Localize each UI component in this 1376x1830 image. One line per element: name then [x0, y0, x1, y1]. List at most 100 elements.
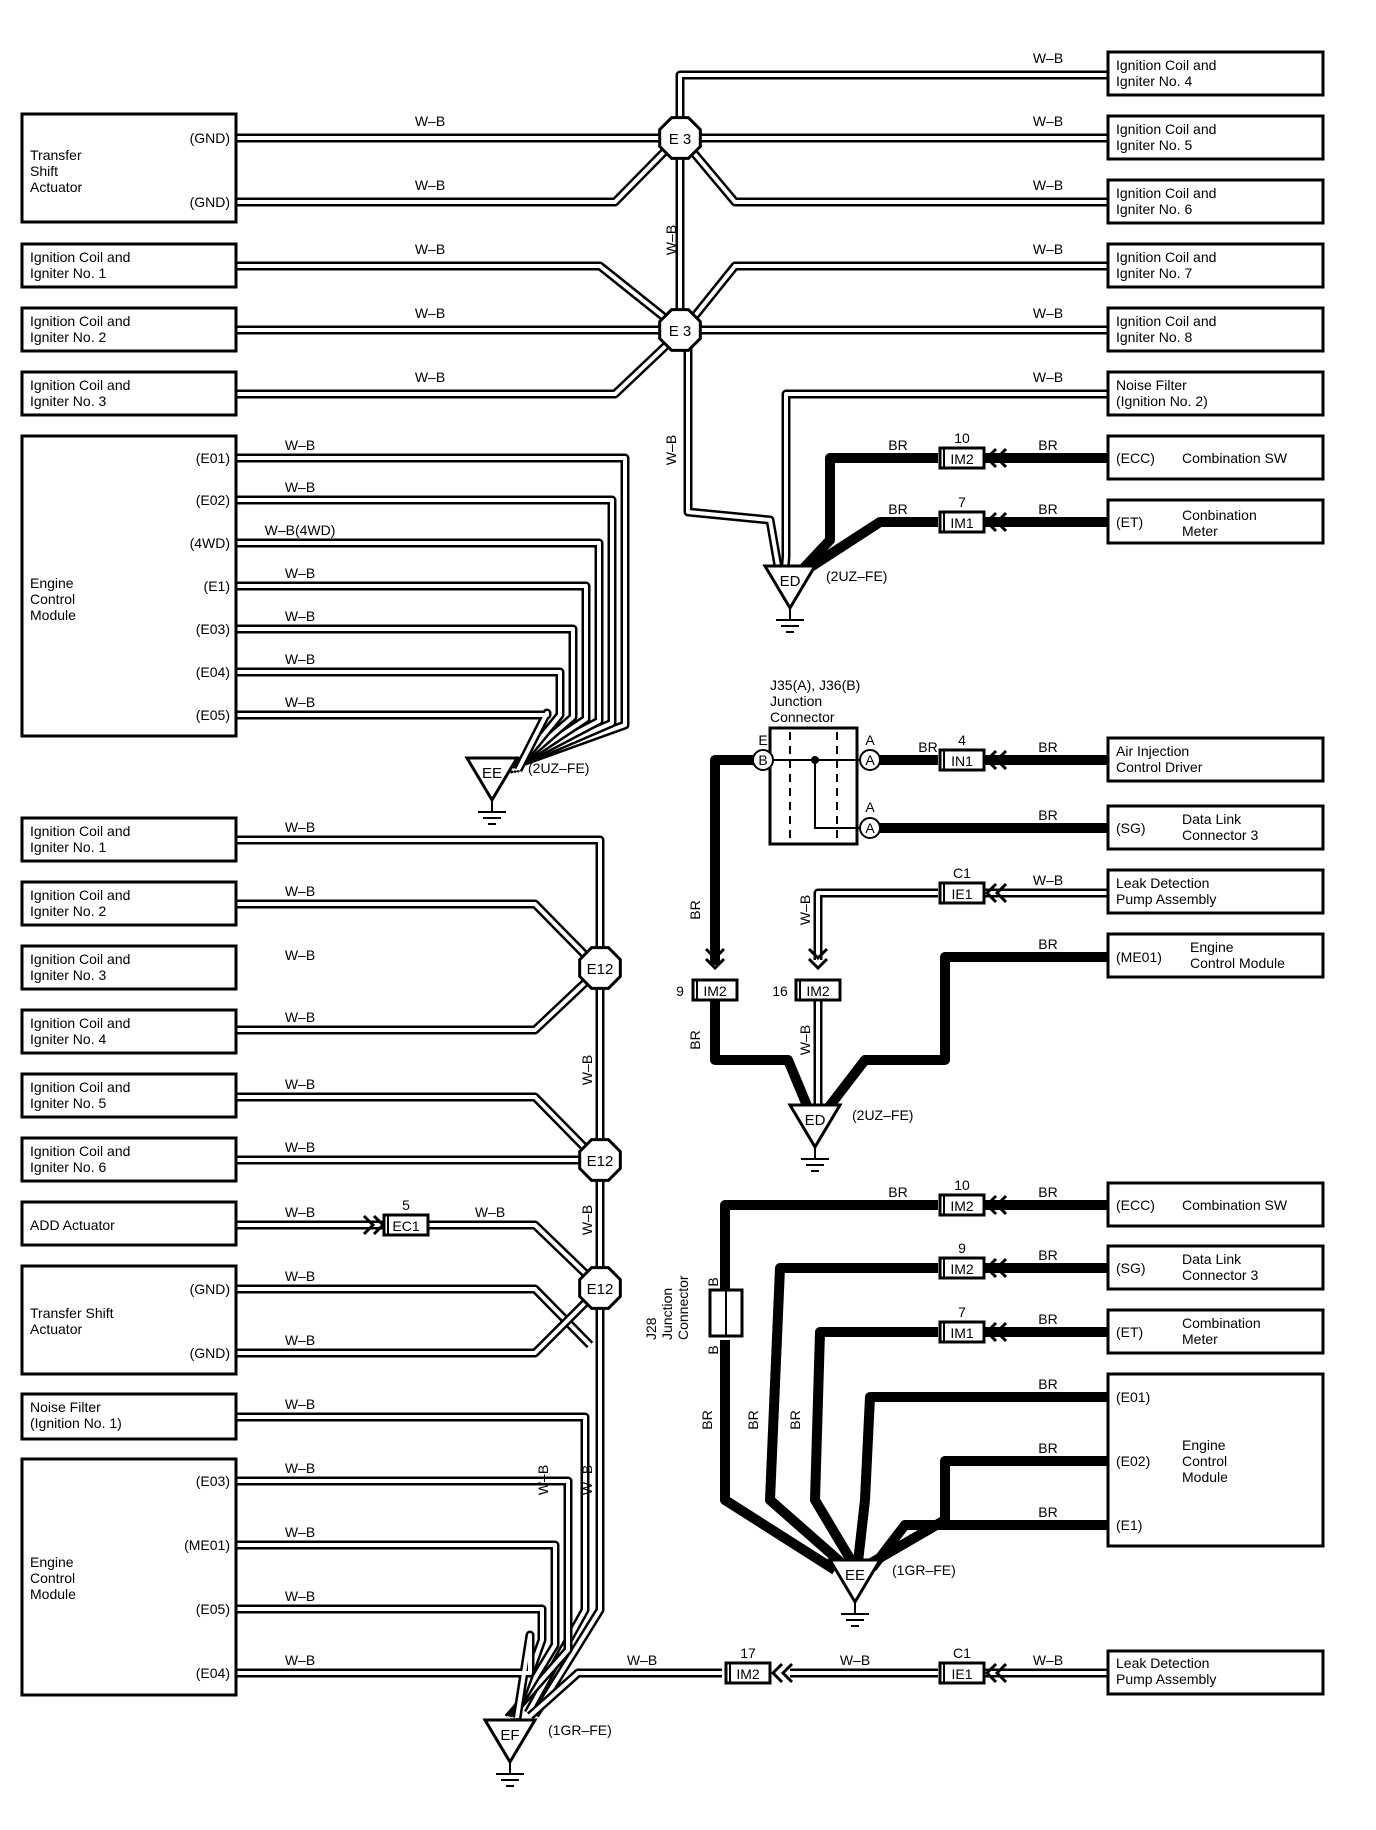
- wire-color-label: W–B: [285, 1139, 315, 1155]
- pin-et-b: (ET): [1116, 1324, 1143, 1340]
- ignition-coil-7-box: [1106, 242, 1325, 289]
- connector-im2-b9: [938, 1256, 986, 1280]
- wire-br: [868, 1520, 1108, 1572]
- connector-in1-label: IN1: [951, 753, 973, 769]
- wire-color-label: W–B: [285, 1009, 315, 1025]
- connector-im2-16-label: IM2: [806, 983, 830, 999]
- im2-b9-chevron: [984, 1257, 1008, 1279]
- ignition-coil-4b-box: [20, 1008, 238, 1055]
- wire-color-label: W–B: [840, 1652, 870, 1668]
- wire-wb-core: [236, 711, 549, 771]
- wire-color-label: BR: [699, 1410, 715, 1429]
- connector-im2-9-number: 9: [676, 983, 684, 999]
- im2-chevron-a: [984, 447, 1008, 469]
- ecm-pin-label: (E02): [196, 492, 230, 508]
- splice-e12-upper-label: E12: [587, 961, 614, 978]
- wire-color-label: BR: [687, 900, 703, 919]
- wire-color-label: W–B(4WD): [265, 522, 336, 538]
- noise-filter-2-label: Noise Filter(Ignition No. 2): [1116, 377, 1208, 409]
- data-link-b-box: [1106, 1244, 1325, 1291]
- air-injection-box: [1106, 736, 1325, 783]
- im2-16-chevron: [807, 947, 829, 971]
- wire-color-label: W–B: [285, 883, 315, 899]
- wire-color-label: W–B: [285, 1588, 315, 1604]
- wire-color-label: W–B: [1033, 1652, 1063, 1668]
- im2-b10-chevron: [984, 1194, 1008, 1216]
- connector-im1-b7-label: IM1: [950, 1325, 974, 1341]
- ground-ee-lower: [827, 1558, 883, 1605]
- pin-me01: (ME01): [1116, 949, 1162, 965]
- wire-wb-core: [686, 331, 780, 567]
- wire-wb-core: [236, 627, 575, 772]
- ignition-coil-6-box: [1106, 178, 1325, 225]
- ground-ef: [482, 1718, 538, 1765]
- wire-color-label: W–B: [535, 1465, 551, 1495]
- wire-color-label: W–B: [415, 369, 445, 385]
- wire-wb-core: [236, 1479, 570, 1720]
- pin-ecc: (ECC): [1116, 450, 1155, 466]
- connector-ie1-b-number: C1: [953, 1645, 971, 1661]
- wire-wb-core: [236, 338, 674, 396]
- connector-ie1-a-label: IE1: [951, 886, 972, 902]
- wire-color-label: W–B: [627, 1652, 657, 1668]
- junction-pin-e: E: [758, 732, 767, 748]
- wire-color-label: BR: [687, 1030, 703, 1049]
- ground-ee-upper: [464, 756, 520, 803]
- splice-e3-upper-label: E 3: [669, 131, 692, 148]
- connector-im2-17-number: 17: [740, 1645, 756, 1661]
- wire-wb-core: [236, 1633, 532, 1719]
- wire-br: [821, 952, 1108, 1116]
- combination-sw-b-label: Combination SW: [1182, 1197, 1288, 1213]
- wire-wb-core: [681, 138, 1108, 204]
- connector-im2-b9-number: 9: [958, 1240, 966, 1256]
- ecm-pin-label: (ME01): [184, 1537, 230, 1553]
- ecm-pin-label: (E01): [196, 450, 230, 466]
- wire-color-label: W–B: [285, 1396, 315, 1412]
- wire-color-label: W–B: [285, 1076, 315, 1092]
- wire-color-label: W–B: [1033, 177, 1063, 193]
- wire-wb-core: [236, 144, 672, 204]
- junction-pin-a-top: A: [865, 732, 875, 748]
- wire-wb-core: [236, 1287, 592, 1347]
- connector-im2-17-label: IM2: [736, 1666, 760, 1682]
- pin-e02-b: (E02): [1116, 1453, 1150, 1469]
- connector-ie1-a-number: C1: [953, 865, 971, 881]
- connector-im2-a: [938, 446, 986, 470]
- wire-wb: [236, 261, 673, 326]
- engine-control-module-box-a: [20, 434, 238, 738]
- ecm-pin-label: (E03): [196, 1473, 230, 1489]
- wire-color-label: W–B: [415, 305, 445, 321]
- wire-br: [710, 755, 755, 965]
- wire-color-label: W–B: [1033, 369, 1063, 385]
- ie1-chevron-b: [984, 1662, 1008, 1684]
- noise-filter-1-label: Noise Filter(Ignition No. 1): [30, 1399, 122, 1431]
- junction-dot: [811, 756, 819, 764]
- wire-color-label: W–B: [415, 113, 445, 129]
- wire-wb-core: [236, 264, 672, 324]
- junction-j28-label: J28JunctionConnector: [643, 1275, 691, 1340]
- junction-pin-a: [859, 749, 881, 771]
- wire-color-label: W–B: [1033, 872, 1063, 888]
- junction-bus: [814, 760, 870, 829]
- ie1-chevron-a: [984, 882, 1008, 904]
- wire-wb: [236, 142, 674, 207]
- pin-gnd: (GND): [190, 1281, 230, 1297]
- combination-meter-box: [1106, 498, 1325, 545]
- splice-e12-upper: [578, 946, 622, 990]
- wire-color-label: BR: [1038, 1440, 1057, 1456]
- pin-gnd: (GND): [190, 1345, 230, 1361]
- junction-pin-b: [752, 749, 774, 771]
- pin-sg: (SG): [1116, 820, 1146, 836]
- wire-color-label: W–B: [579, 1465, 595, 1495]
- wires: [236, 70, 1108, 1721]
- wire-color-label: BR: [1038, 1504, 1057, 1520]
- add-actuator-box: [20, 1200, 238, 1247]
- pin-e1-b: (E1): [1116, 1517, 1142, 1533]
